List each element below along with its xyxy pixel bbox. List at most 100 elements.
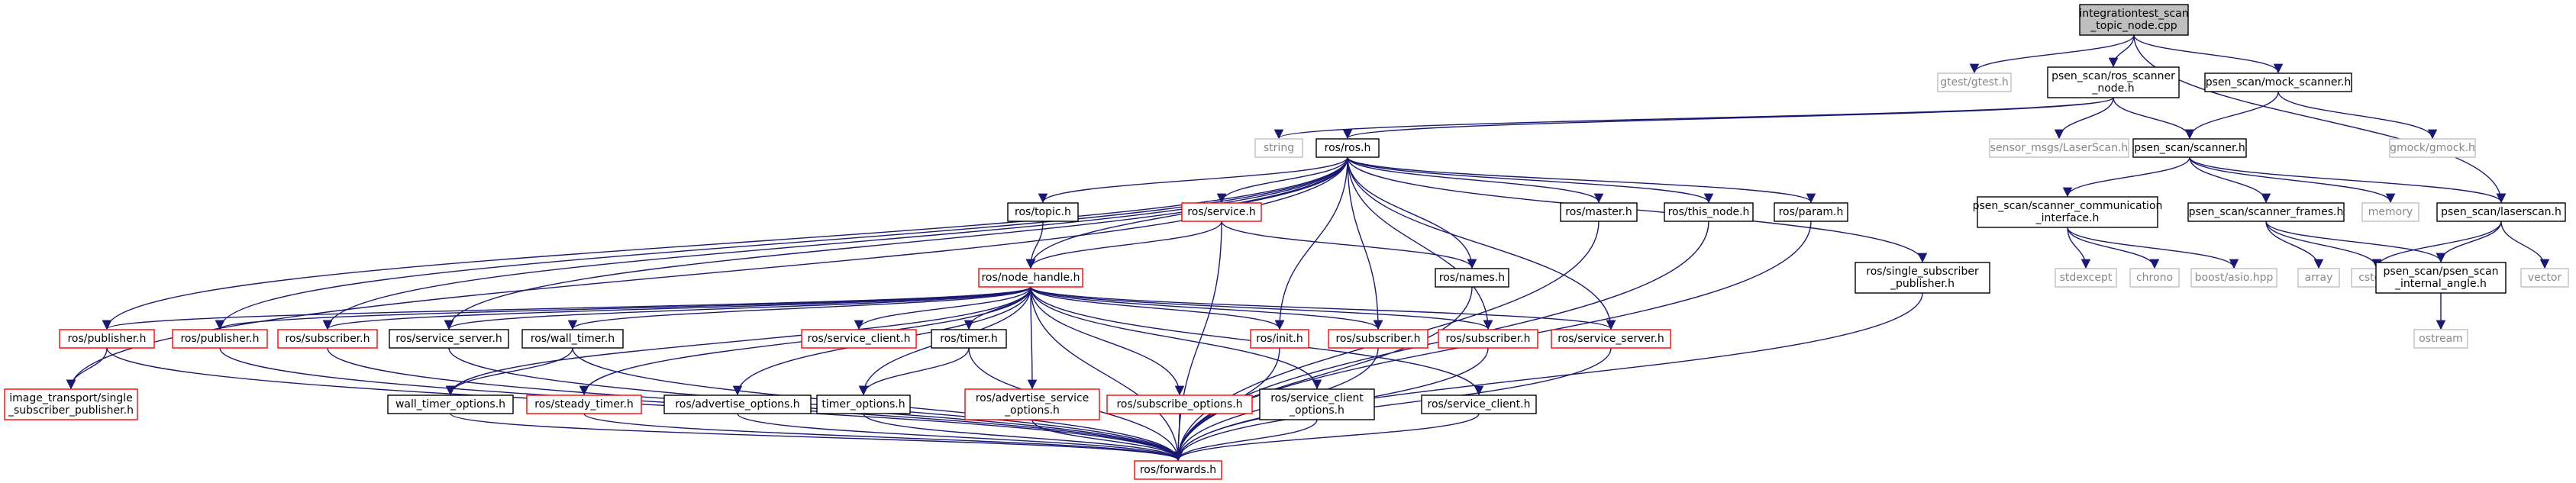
node-chrono: chrono [2129, 268, 2180, 288]
node-label: sensor_msgs/LaserScan.h [1990, 142, 2129, 154]
node-ros-steady-timer[interactable]: ros/steady_timer.h [526, 394, 642, 414]
node-ros-master[interactable]: ros/master.h [1560, 202, 1638, 222]
edge-wall-timer-options-to-ros-forwards [450, 413, 1183, 462]
edge-ros-service-to-ros-node-handle [1025, 221, 1222, 269]
edge-ros-node-handle-to-ros-service-server-a [444, 286, 1031, 330]
node-ros-h[interactable]: ros/ros.h [1315, 138, 1380, 158]
node-box [978, 268, 1083, 288]
node-scanner-frames[interactable]: psen_scan/scanner_frames.h [2187, 202, 2345, 222]
node-label: psen_scan/scanner_communication [1973, 200, 2163, 212]
node-ros-advertise-options[interactable]: ros/advertise_options.h [663, 394, 812, 414]
edge-root-to-mock-scanner [2133, 34, 2284, 74]
node-label: ros/subscriber.h [285, 333, 370, 345]
node-ros-this-node[interactable]: ros/this_node.h [1664, 202, 1754, 222]
edge-ros-service-to-ros-names [1221, 221, 1477, 269]
node-label: ros/publisher.h [67, 333, 146, 345]
node-gtest: gtest/gtest.h [1937, 72, 2012, 92]
node-box [1435, 268, 1509, 288]
edge-ros-h-to-ros-topic [1038, 156, 1348, 204]
edge-scanner-comm-to-stdexcept [2067, 227, 2091, 269]
node-ros-param[interactable]: ros/param.h [1774, 202, 1848, 222]
edge-ros-h-to-ros-publisher-b [215, 156, 1348, 330]
node-ros-single-sub-pub[interactable]: ros/single_subscriber_publisher.h [1855, 262, 1990, 294]
edge-mock-scanner-to-gmock [2277, 91, 2438, 140]
node-box [1774, 202, 1848, 222]
edge-ros-scanner-node-to-ros-h [1343, 97, 2114, 140]
node-label: ros/publisher.h [180, 333, 259, 345]
node-ros-service-server-a[interactable]: ros/service_server.h [389, 329, 509, 349]
edge-scanner-frames-to-psen-internal-angle [2265, 221, 2446, 263]
node-label: _topic_node.cpp [2090, 20, 2177, 32]
edge-ros-names-to-ros-forwards [1173, 286, 1473, 462]
node-label: ros/subscriber.h [1445, 333, 1530, 345]
node-label: chrono [2136, 272, 2173, 284]
node-ros-timer[interactable]: ros/timer.h [931, 329, 1007, 349]
edge-ros-node-handle-to-ros-service-client-a [854, 286, 1031, 330]
node-ros-scanner-node[interactable]: psen_scan/ros_scanner_node.h [2047, 66, 2180, 98]
node-ros-service-server-b[interactable]: ros/service_server.h [1551, 329, 1671, 349]
node-label: stdexcept [2060, 272, 2113, 284]
node-label: ros/service_client [1270, 392, 1364, 404]
edge-ros-steady-timer-to-ros-forwards [583, 413, 1183, 462]
node-label: _options.h [1004, 404, 1060, 417]
node-ros-subscriber-b[interactable]: ros/subscriber.h [1328, 329, 1428, 349]
node-label: psen_scan/mock_scanner.h [2206, 76, 2352, 89]
node-ros-publisher-b[interactable]: ros/publisher.h [172, 329, 268, 349]
node-box [2436, 202, 2566, 222]
node-box [2129, 268, 2180, 288]
node-label: wall_timer_options.h [395, 398, 505, 411]
node-label: ros/service_server.h [395, 333, 502, 345]
node-ros-advertise-service-options[interactable]: ros/advertise_service_options.h [964, 388, 1100, 420]
node-laserscan[interactable]: psen_scan/laserscan.h [2436, 202, 2566, 222]
node-image-transport[interactable]: image_transport/single_subscriber_publis… [4, 388, 138, 420]
node-scanner-comm[interactable]: psen_scan/scanner_communication_interfac… [1973, 196, 2163, 228]
node-mock-scanner[interactable]: psen_scan/mock_scanner.h [2204, 72, 2352, 92]
node-array: array [2297, 268, 2340, 288]
node-label: gmock/gmock.h [2390, 142, 2475, 154]
node-box [1181, 202, 1262, 222]
node-ros-service-client-a[interactable]: ros/service_client.h [801, 329, 917, 349]
edge-ros-node-handle-to-ros-init [1030, 286, 1285, 330]
node-box [389, 329, 509, 349]
node-label: psen_scan/ros_scanner [2051, 70, 2175, 82]
node-label: ros/topic.h [1015, 206, 1071, 218]
node-root[interactable]: integrationtest_scan_topic_node.cpp [2079, 4, 2189, 36]
node-timer-options[interactable]: timer_options.h [816, 394, 911, 414]
node-label: ros/advertise_options.h [675, 398, 799, 411]
node-ros-service-client-options[interactable]: ros/service_client_options.h [1259, 388, 1375, 420]
edge-ros-h-to-ros-param [1347, 156, 1816, 204]
node-box [1977, 196, 2158, 228]
node-ros-subscriber-c[interactable]: ros/subscriber.h [1438, 329, 1538, 349]
node-psen-internal-angle[interactable]: psen_scan/psen_scan_internal_angle.h [2375, 262, 2507, 294]
node-box [2520, 268, 2569, 288]
node-ros-publisher-a[interactable]: ros/publisher.h [59, 329, 155, 349]
node-ros-forwards[interactable]: ros/forwards.h [1134, 460, 1222, 480]
node-ros-node-handle[interactable]: ros/node_handle.h [978, 268, 1083, 288]
node-label: ros/this_node.h [1668, 206, 1750, 218]
node-ros-init[interactable]: ros/init.h [1250, 329, 1309, 349]
edge-ros-node-handle-to-ros-subscriber-a [323, 286, 1031, 330]
edge-ros-node-handle-to-ros-advertise-service-options [1027, 286, 1038, 390]
node-ros-wall-timer[interactable]: ros/wall_timer.h [521, 329, 624, 349]
edge-ros-scanner-node-to-laserscan-msg [2054, 97, 2114, 140]
node-wall-timer-options[interactable]: wall_timer_options.h [387, 394, 514, 414]
edge-ros-node-handle-to-ros-subscribe-options [1030, 286, 1185, 396]
edge-ros-h-to-ros-names [1347, 156, 1477, 269]
edge-ros-single-sub-pub-to-ros-forwards [1173, 292, 1923, 462]
node-label: memory [2368, 206, 2413, 218]
node-ros-service[interactable]: ros/service.h [1181, 202, 1262, 222]
edge-scanner-comm-to-chrono [2067, 227, 2160, 269]
node-ros-topic[interactable]: ros/topic.h [1007, 202, 1079, 222]
edge-ros-service-to-ros-forwards [1173, 221, 1222, 462]
edge-scanner-h-to-memory [2189, 156, 2396, 204]
node-boost-asio: boost/asio.hpp [2190, 268, 2277, 288]
node-ros-service-client-b[interactable]: ros/service_client.h [1421, 394, 1537, 414]
node-scanner-h[interactable]: psen_scan/scanner.h [2132, 138, 2247, 158]
edge-ros-wall-timer-to-wall-timer-options [445, 347, 573, 396]
node-ros-names[interactable]: ros/names.h [1435, 268, 1509, 288]
node-box [2055, 268, 2117, 288]
edge-ros-node-handle-to-ros-subscriber-b [1030, 286, 1383, 330]
node-ros-subscribe-options[interactable]: ros/subscribe_options.h [1106, 394, 1253, 414]
node-ros-subscriber-a[interactable]: ros/subscriber.h [277, 329, 378, 349]
